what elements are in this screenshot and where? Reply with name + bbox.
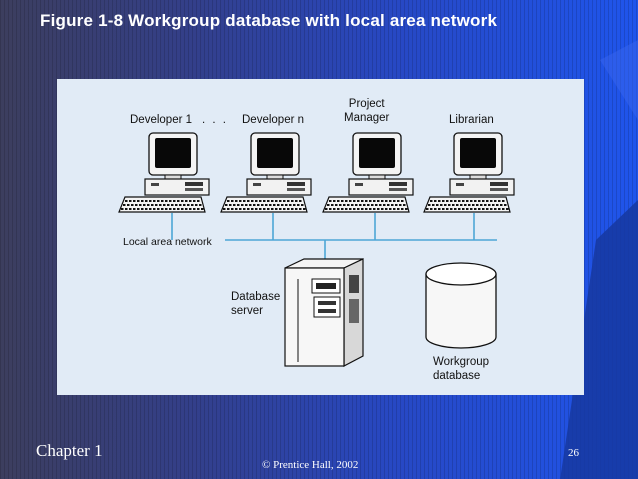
- slide-title: Figure 1-8 Workgroup database with local…: [40, 11, 498, 30]
- server-label: Database server: [231, 291, 281, 317]
- database-server-icon: [284, 258, 364, 367]
- workstation-label-3: Project Manager: [344, 98, 390, 124]
- copyright-label: © Prentice Hall, 2002: [262, 459, 359, 471]
- local-area-network-lines: [171, 213, 497, 307]
- network-label: Local area network: [123, 236, 212, 248]
- workstation-icon-4: [423, 132, 515, 213]
- ellipsis-label: . . .: [202, 114, 228, 126]
- page-number: 26: [568, 447, 579, 459]
- workstation-label-4: Librarian: [449, 114, 494, 126]
- workstation-label-2: Developer n: [242, 114, 305, 126]
- workstation-label-1: Developer 1: [130, 114, 193, 126]
- diagram-panel: Developer 1 . . . Developer n Project Ma…: [57, 79, 584, 395]
- chapter-label: Chapter 1: [36, 441, 103, 460]
- workgroup-database-icon: [425, 262, 497, 349]
- workstation-icon-2: [220, 132, 312, 213]
- network-diagram: [118, 132, 515, 367]
- workstation-icon-1: [118, 132, 210, 213]
- workstation-icon-3: [322, 132, 414, 213]
- database-label: Workgroup database: [433, 356, 490, 382]
